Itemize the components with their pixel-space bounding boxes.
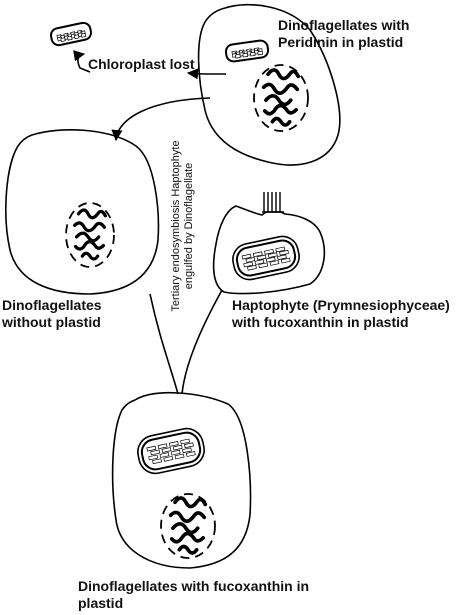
nucleus	[65, 202, 115, 268]
chromosome	[264, 94, 293, 107]
label-line: Dinoflagellates	[2, 297, 102, 313]
chromosome	[74, 231, 101, 243]
chromosome	[169, 531, 205, 544]
chromosome	[270, 116, 292, 127]
thylakoid-stack	[150, 449, 161, 456]
thylakoid-stack	[241, 253, 252, 260]
thylakoid-stack	[265, 256, 276, 263]
label-haptophyte: Haptophyte (Prymnesiophyceae) with fucox…	[232, 297, 450, 331]
thylakoid-stack	[245, 257, 256, 263]
thylakoid-stack	[182, 447, 192, 454]
label-dinoflagellates-peridinin: Dinoflagellates with Peridinin in plasti…	[278, 17, 409, 51]
label-line: engulfed by Dinoflagellate	[183, 162, 195, 290]
thylakoid-stack	[258, 262, 269, 269]
thylakoid-stack	[67, 35, 73, 41]
label-chloroplast-lost: Chloroplast lost	[88, 56, 195, 73]
thylakoid-stack	[235, 53, 241, 59]
chromosome	[73, 240, 106, 251]
label-line: Dinoflagellates with fucoxanthin in	[78, 578, 310, 594]
thylakoid-stack	[280, 257, 291, 264]
label-line: Dinoflagellates with	[278, 17, 410, 33]
thylakoid-stack	[180, 438, 190, 445]
chromosome	[266, 68, 301, 81]
thylakoid-stack	[73, 34, 80, 40]
label-dinoflagellates-without-plastid: Dinoflagellates without plastid	[2, 297, 102, 331]
thylakoid-stack	[249, 51, 256, 57]
label-line: Peridinin in plastid	[278, 34, 404, 50]
thylakoid-stack	[264, 248, 274, 255]
chromosome	[261, 82, 300, 95]
plastid	[49, 21, 93, 47]
thylakoid-stack	[269, 260, 280, 266]
thylakoid-stack	[254, 259, 265, 265]
thylakoid-stack	[148, 454, 159, 461]
thylakoid-stack	[159, 452, 170, 458]
chromosome	[171, 522, 200, 535]
label-line: Tertiary endosymbiosis Haptophyte	[170, 140, 182, 312]
thylakoid-stack	[184, 442, 194, 449]
thylakoid-stack	[174, 453, 185, 460]
arrow-chloroplast-loss	[186, 68, 227, 80]
thylakoid-stack	[277, 254, 287, 261]
thylakoid-stack	[257, 50, 264, 56]
thylakoid-stack	[279, 249, 289, 256]
thylakoid-stack	[256, 254, 267, 261]
thylakoid-stack	[252, 251, 263, 258]
thylakoid-stack	[275, 246, 286, 253]
thylakoid-stack	[60, 37, 66, 43]
thylakoid-stack	[80, 32, 87, 38]
chromosome	[177, 544, 199, 555]
thylakoid-stack	[146, 445, 157, 452]
thylakoid-stack	[172, 444, 183, 451]
chromosome	[73, 221, 107, 233]
thylakoid-stack	[157, 443, 168, 450]
thylakoid-stack	[185, 451, 196, 457]
label-line: Haptophyte (Prymnesiophyceae)	[232, 297, 450, 313]
line-from-haptophyte	[181, 289, 223, 395]
plastid	[232, 235, 300, 281]
thylakoid-stack	[242, 52, 249, 58]
cell-dinoflagellate-fucoxanthin	[111, 391, 252, 569]
thylakoid-stack	[243, 261, 254, 268]
plastid	[224, 39, 270, 63]
thylakoid-stack	[170, 449, 181, 456]
thylakoid-stack	[152, 458, 162, 465]
nuclear-envelope	[160, 493, 216, 559]
chromosome	[80, 251, 100, 261]
arrow-to-without-plastid	[111, 97, 211, 142]
line-from-without-plastid	[149, 293, 179, 395]
thylakoid-stack	[163, 455, 174, 462]
arrow-lost-curl	[73, 50, 91, 73]
chromosome	[168, 510, 207, 523]
nucleus	[253, 64, 309, 132]
nucleus	[160, 493, 216, 559]
label-line: plastid	[78, 595, 124, 611]
label-dinoflagellates-fucoxanthin: Dinoflagellates with fucoxanthin in plas…	[78, 578, 309, 612]
label-line: with fucoxanthin in plastid	[232, 314, 409, 330]
label-line: Chloroplast lost	[88, 56, 195, 72]
nuclear-envelope	[65, 202, 115, 268]
label-line: without plastid	[2, 314, 101, 330]
chromosome	[76, 208, 107, 220]
plastid	[137, 427, 205, 475]
thylakoid-stack	[247, 264, 257, 271]
thylakoid-stack	[161, 447, 172, 453]
chromosome	[262, 103, 298, 116]
thylakoid-stack	[168, 440, 179, 447]
nuclear-envelope	[253, 64, 309, 132]
chromosome	[173, 496, 208, 509]
cell-haptophyte	[212, 192, 326, 295]
thylakoid-stack	[267, 252, 278, 258]
